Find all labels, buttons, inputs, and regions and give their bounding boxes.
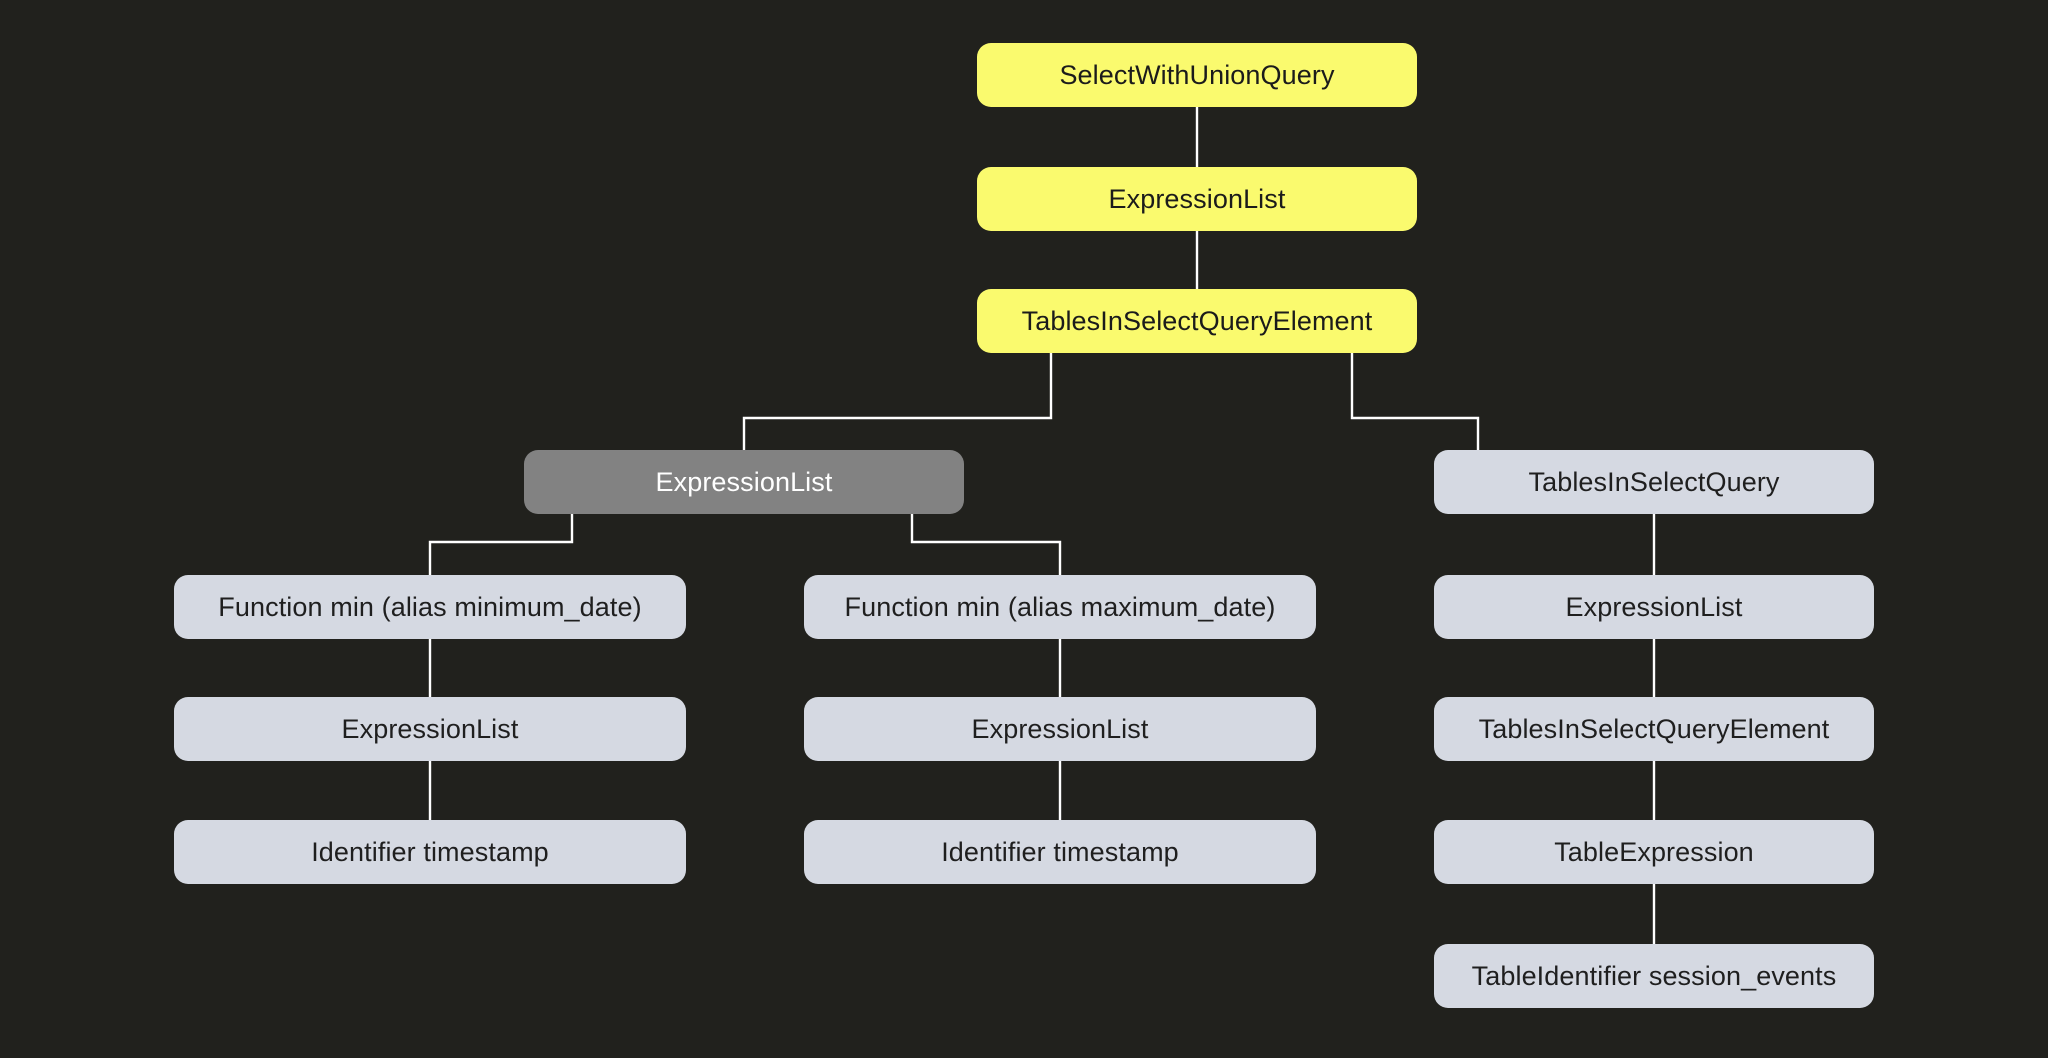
tree-node-n5[interactable]: ExpressionList: [174, 697, 686, 761]
edge-n2-n10: [1350, 351, 1480, 452]
tree-node-n7[interactable]: Function min (alias maximum_date): [804, 575, 1316, 639]
tree-node-n2[interactable]: TablesInSelectQueryElement: [977, 289, 1417, 353]
tree-node-label: Identifier timestamp: [941, 836, 1179, 867]
tree-node-label: ExpressionList: [655, 466, 833, 497]
tree-node-label: Function min (alias minimum_date): [218, 591, 642, 622]
tree-node-label: SelectWithUnionQuery: [1059, 59, 1335, 90]
tree-node-n0[interactable]: SelectWithUnionQuery: [977, 43, 1417, 107]
tree-node-label: TableExpression: [1554, 836, 1754, 867]
tree-node-n3[interactable]: ExpressionList: [524, 450, 964, 514]
edge-n3-n7: [910, 512, 1062, 577]
tree-node-label: TablesInSelectQuery: [1528, 466, 1780, 497]
tree-node-n4[interactable]: Function min (alias minimum_date): [174, 575, 686, 639]
tree-node-label: ExpressionList: [1565, 591, 1743, 622]
tree-node-label: ExpressionList: [341, 713, 519, 744]
edge-n3-n4: [428, 512, 574, 577]
tree-node-label: ExpressionList: [971, 713, 1149, 744]
tree-node-n6[interactable]: Identifier timestamp: [174, 820, 686, 884]
tree-node-n12[interactable]: TablesInSelectQueryElement: [1434, 697, 1874, 761]
tree-node-n1[interactable]: ExpressionList: [977, 167, 1417, 231]
tree-node-n10[interactable]: TablesInSelectQuery: [1434, 450, 1874, 514]
tree-node-label: Identifier timestamp: [311, 836, 549, 867]
tree-node-n9[interactable]: Identifier timestamp: [804, 820, 1316, 884]
tree-node-n8[interactable]: ExpressionList: [804, 697, 1316, 761]
tree-node-n14[interactable]: TableIdentifier session_events: [1434, 944, 1874, 1008]
edge-n2-n3: [742, 351, 1053, 452]
tree-node-label: TableIdentifier session_events: [1471, 960, 1837, 991]
tree-node-label: Function min (alias maximum_date): [844, 591, 1276, 622]
tree-node-label: TablesInSelectQueryElement: [1021, 305, 1373, 336]
tree-node-label: TablesInSelectQueryElement: [1478, 713, 1830, 744]
tree-node-label: ExpressionList: [1108, 183, 1286, 214]
tree-node-n13[interactable]: TableExpression: [1434, 820, 1874, 884]
tree-node-n11[interactable]: ExpressionList: [1434, 575, 1874, 639]
